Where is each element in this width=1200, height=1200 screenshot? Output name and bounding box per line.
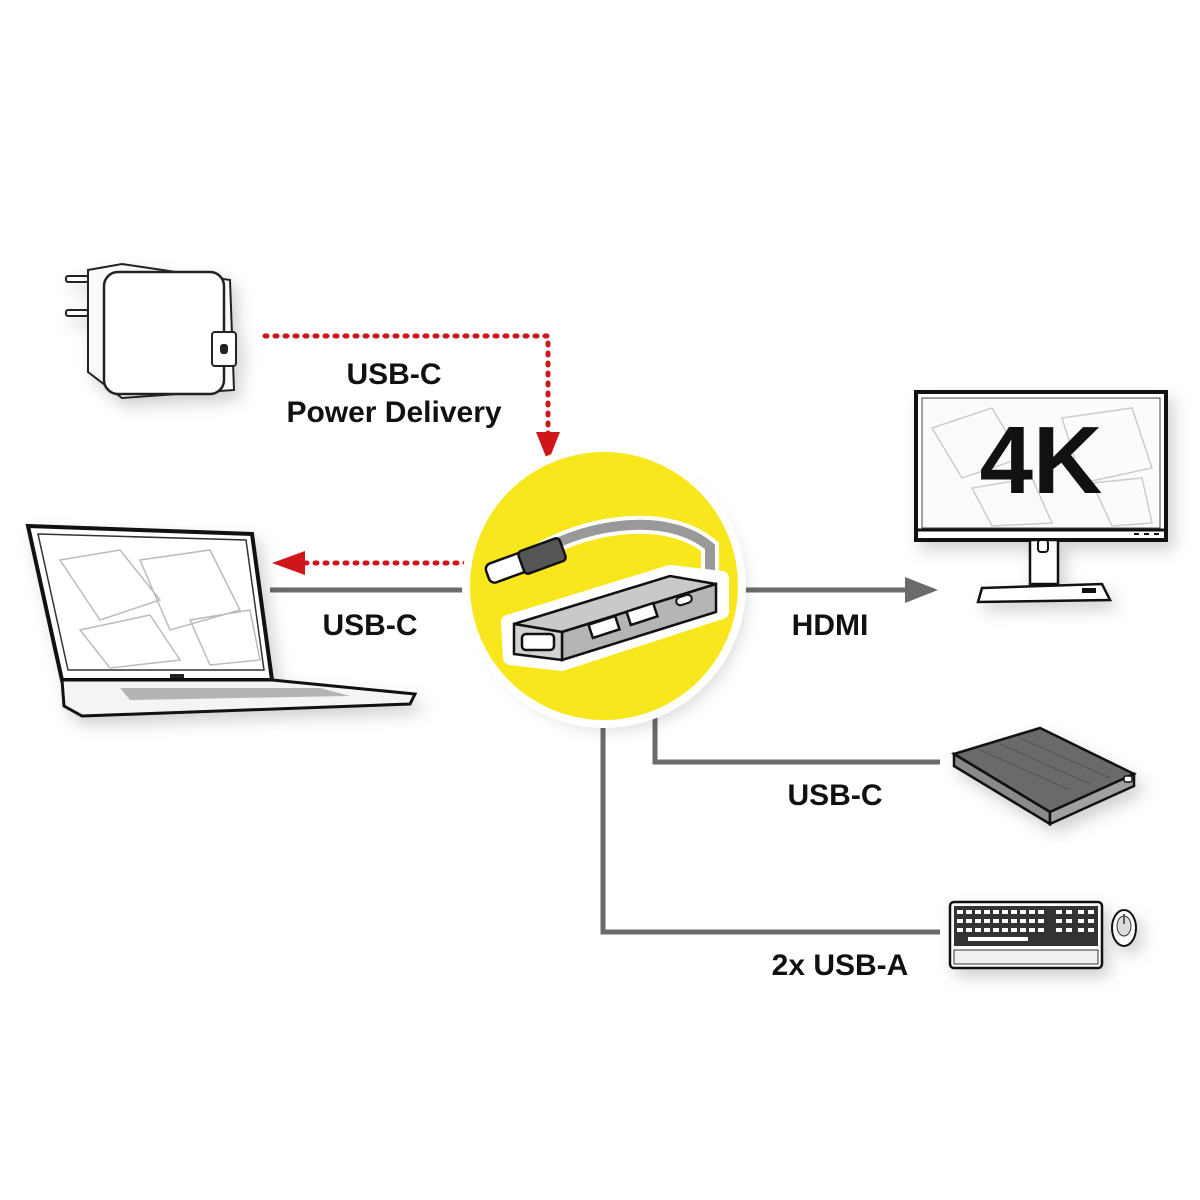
hdmi-arrow-head <box>905 577 938 603</box>
monitor: 4K <box>912 388 1174 608</box>
usb-hub-icon <box>484 515 729 671</box>
label-power-line1: USB-C <box>346 358 442 391</box>
laptop-arrow-head <box>272 551 305 575</box>
monitor-icon <box>914 390 1168 604</box>
drive-usbc-line <box>652 700 940 765</box>
power-arrow-head <box>536 432 560 462</box>
power-adapter-icon <box>65 262 237 400</box>
keyboard-mouse-icon <box>948 900 1137 970</box>
external-drive <box>950 720 1150 830</box>
label-hdmi: HDMI <box>791 609 869 642</box>
label-power-delivery: USB-C Power Delivery <box>270 356 518 432</box>
hub-circle <box>470 452 738 720</box>
keyboard-and-mouse <box>948 900 1148 972</box>
usba-line <box>600 720 940 935</box>
monitor-screen-text: 4K <box>979 407 1103 514</box>
power-adapter <box>62 262 242 402</box>
external-drive-icon <box>950 726 1137 827</box>
power-delivery-line <box>262 333 551 441</box>
laptop <box>20 520 420 720</box>
label-power-line2: Power Delivery <box>286 396 502 429</box>
label-laptop-usbc: USB-C <box>322 609 418 642</box>
laptop-icon <box>25 523 418 718</box>
label-usba: 2x USB-A <box>771 949 909 982</box>
label-drive-usbc: USB-C <box>787 779 883 812</box>
